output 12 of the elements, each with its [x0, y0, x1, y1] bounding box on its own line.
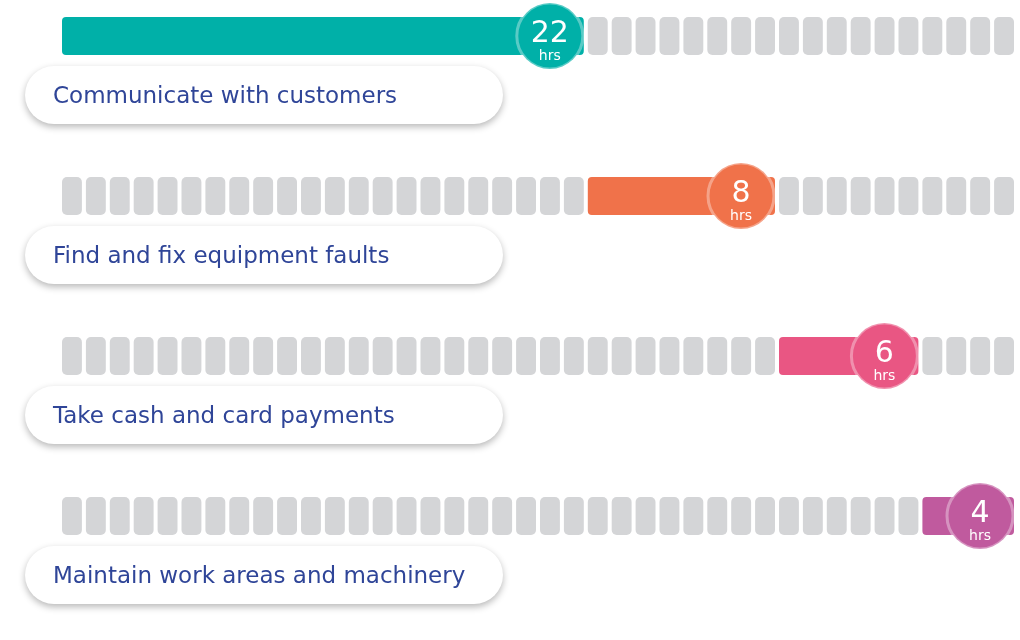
unit-label: hrs	[538, 47, 561, 63]
category-label: Maintain work areas and machinery	[25, 546, 503, 604]
value-label: 4	[970, 494, 990, 529]
value-label: 22	[530, 14, 569, 49]
category-label: Communicate with customers	[25, 66, 503, 124]
category-label: Find and fix equipment faults	[25, 226, 503, 284]
value-label: 6	[874, 334, 894, 369]
unit-label: hrs	[873, 367, 896, 383]
unit-label: hrs	[969, 527, 991, 543]
value-label: 8	[731, 174, 751, 209]
category-label: Take cash and card payments	[25, 386, 503, 444]
unit-label: hrs	[730, 207, 752, 223]
